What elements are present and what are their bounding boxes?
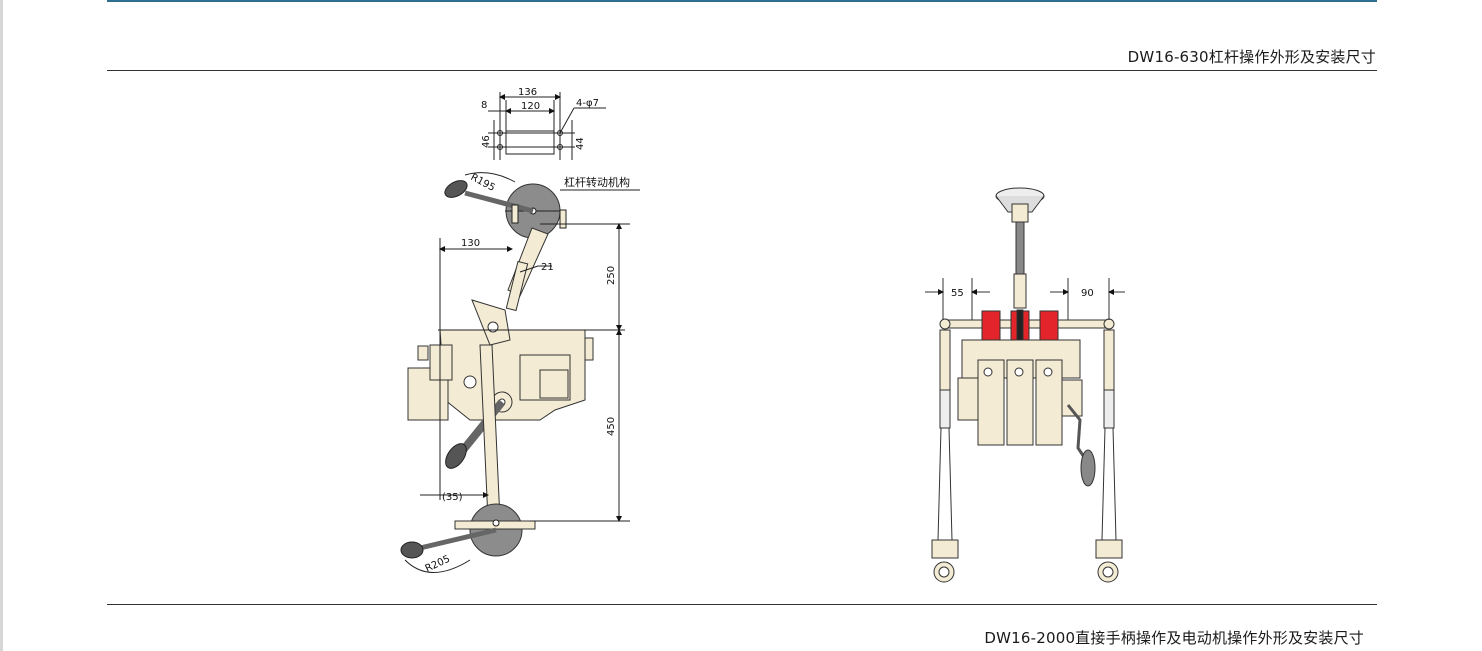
lower-lever-mechanism xyxy=(400,503,536,573)
right-rod-assembly xyxy=(1095,329,1123,583)
left-dimensions xyxy=(420,223,630,522)
left-rod-assembly xyxy=(931,329,959,583)
caption-top: DW16-630杠杆操作外形及安装尺寸 xyxy=(1127,48,1376,66)
lower-lever-arm xyxy=(419,527,497,551)
top-rule xyxy=(107,0,1377,2)
dim-450: 450 xyxy=(606,417,617,436)
upper-lever-arm xyxy=(464,190,534,214)
dim-r205: R205 xyxy=(424,554,452,575)
right-dimensions xyxy=(925,278,1125,320)
connecting-rod xyxy=(505,227,552,312)
dim-8: 8 xyxy=(481,100,487,111)
page-left-edge xyxy=(0,0,3,651)
upper-lever-mechanism xyxy=(444,172,640,239)
dim-21: 21 xyxy=(541,262,554,273)
dim-44: 44 xyxy=(575,137,586,150)
top-handwheel xyxy=(995,187,1045,309)
caption-bottom: DW16-2000直接手柄操作及电动机操作外形及安装尺寸 xyxy=(984,629,1364,647)
dim-136: 136 xyxy=(518,87,537,98)
pole-red-1 xyxy=(981,310,1001,344)
caption-rule-bottom xyxy=(107,604,1377,605)
side-crank-handle xyxy=(1066,404,1096,487)
dim-250: 250 xyxy=(606,266,617,285)
caption-rule-top xyxy=(107,70,1377,71)
left-drawing xyxy=(400,92,640,573)
lower-lever-grip xyxy=(400,541,424,559)
pole-red-3 xyxy=(1039,310,1059,344)
dim-120: 120 xyxy=(521,101,540,112)
right-breaker-body xyxy=(957,339,1083,446)
dim-46: 46 xyxy=(481,135,492,148)
dim-holes: 4-φ7 xyxy=(576,98,599,109)
dim-r195: R195 xyxy=(469,172,497,194)
right-drawing xyxy=(925,187,1125,583)
dim-35: (35) xyxy=(442,492,463,503)
mounting-hole-pattern xyxy=(488,92,606,160)
dim-55: 55 xyxy=(951,288,964,299)
dim-130: 130 xyxy=(461,238,480,249)
lever-mechanism-label: 杠杆转动机构 xyxy=(564,175,630,189)
dim-90: 90 xyxy=(1081,288,1094,299)
breaker-body xyxy=(407,299,625,421)
upper-lever-grip xyxy=(444,180,468,198)
